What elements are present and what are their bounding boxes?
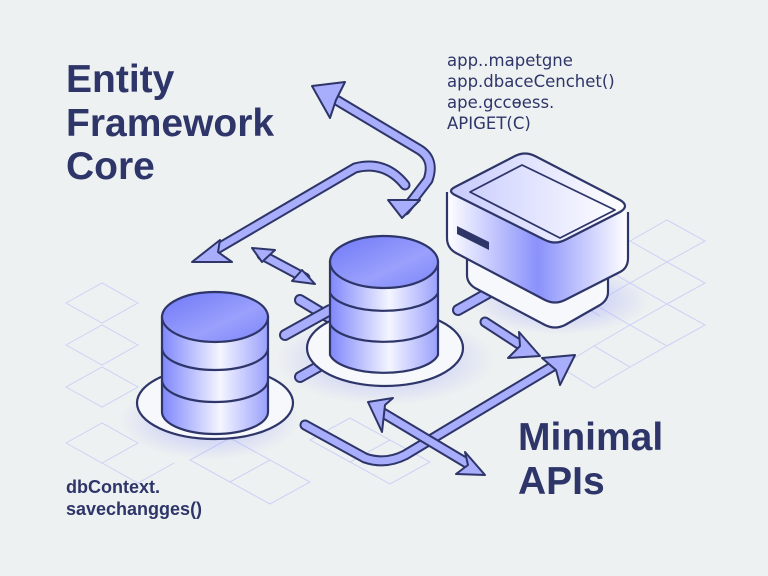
title-minimal-apis: Minimal APIs bbox=[518, 416, 663, 503]
database-left bbox=[135, 290, 295, 441]
arrow-long-left bbox=[211, 162, 409, 254]
arrowhead-top-end bbox=[387, 199, 421, 219]
title-line: Entity bbox=[66, 58, 175, 101]
arrow-bottom-double bbox=[374, 406, 474, 469]
iso-grid-bottom bbox=[188, 417, 432, 505]
iso-grid-right bbox=[534, 219, 707, 389]
title-line: Core bbox=[66, 145, 155, 189]
server-slot bbox=[457, 226, 489, 250]
code-snippet-top-right: app..mapetgne app.dbaceCenchet() ape.gcc… bbox=[447, 50, 615, 134]
arrowhead-loop bbox=[541, 354, 576, 386]
arrowhead-top-start bbox=[311, 81, 346, 119]
arrowhead-short-end bbox=[291, 269, 316, 285]
title-line: APIs bbox=[518, 459, 605, 503]
title-entity-framework-core: Entity Framework Core bbox=[66, 58, 274, 189]
database-center bbox=[305, 234, 465, 388]
arrowhead-short-start bbox=[251, 247, 276, 263]
arrowhead-left-end bbox=[191, 239, 233, 263]
code-line: app.dbaceCenchet() bbox=[447, 72, 615, 92]
code-line: APIGET(C) bbox=[447, 114, 531, 134]
code-line: app..mapetgne bbox=[447, 51, 573, 70]
code-line: savechangges() bbox=[66, 498, 203, 519]
title-line: Minimal bbox=[518, 416, 664, 459]
arrow-top-double bbox=[324, 91, 434, 214]
arrow-heads bbox=[191, 81, 576, 476]
server-box bbox=[445, 152, 630, 329]
arrowhead-bottom-end bbox=[455, 451, 486, 476]
arrow-to-apis bbox=[481, 318, 529, 352]
arrowhead-bottom-start bbox=[367, 397, 394, 433]
code-snippet-bottom-left: dbContext. savechangges() bbox=[66, 477, 202, 521]
title-line: Framework bbox=[66, 101, 275, 145]
code-line: dbContext. bbox=[66, 477, 160, 497]
arrow-loop-apis bbox=[301, 358, 564, 465]
code-line: ape.gccɵess. bbox=[447, 93, 555, 113]
arrowhead-apis bbox=[507, 331, 541, 359]
